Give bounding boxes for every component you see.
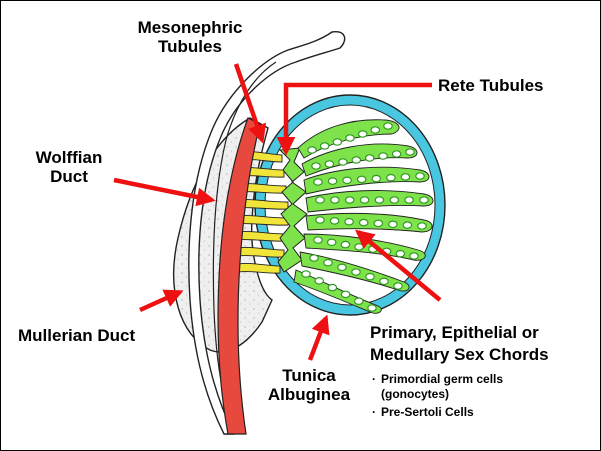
- label-tunica-albuginea: Tunica Albuginea: [254, 366, 364, 404]
- germ-cell: [314, 179, 322, 185]
- germ-cell: [343, 177, 351, 183]
- germ-cell: [345, 219, 353, 225]
- label-tunica-line1: Tunica: [254, 366, 364, 385]
- germ-cell: [389, 221, 397, 227]
- label-mullerian-duct: Mullerian Duct: [18, 326, 135, 345]
- label-mesonephric-line1: Mesonephric: [130, 18, 250, 37]
- germ-cell: [416, 173, 424, 179]
- germ-cell: [420, 197, 428, 203]
- germ-cell: [396, 251, 404, 257]
- germ-cell: [314, 237, 322, 243]
- germ-cell: [366, 155, 374, 161]
- germ-cell: [358, 176, 366, 182]
- germ-cell: [366, 274, 374, 280]
- germ-cell: [379, 153, 387, 159]
- germ-cell: [410, 253, 418, 259]
- germ-cell: [331, 197, 339, 203]
- germ-cell: [346, 197, 354, 203]
- germ-cell: [341, 241, 349, 247]
- germ-cell: [359, 131, 367, 137]
- germ-cell: [316, 197, 324, 203]
- label-mesonephric-line2: Tubules: [130, 37, 250, 56]
- germ-cell: [406, 149, 414, 155]
- germ-cell: [312, 163, 320, 169]
- germ-cell: [392, 151, 400, 157]
- label-tunica-line2: Albuginea: [254, 385, 364, 404]
- germ-cell: [338, 264, 346, 270]
- arrow-mullerian: [140, 292, 180, 310]
- germ-cell: [315, 278, 323, 284]
- germ-cell: [321, 143, 329, 149]
- germ-cell: [328, 178, 336, 184]
- germ-cell: [401, 174, 409, 180]
- germ-cell: [355, 298, 363, 304]
- bullet-sertoli-text: Pre-Sertoli Cells: [381, 405, 474, 419]
- arrow-tunica: [310, 318, 326, 360]
- germ-cell: [371, 127, 379, 133]
- germ-cell: [375, 197, 383, 203]
- germ-cell: [403, 222, 411, 228]
- germ-cell: [352, 269, 360, 275]
- label-primary-line1: Primary, Epithelial or: [370, 322, 549, 344]
- germ-cell: [360, 219, 368, 225]
- germ-cell: [390, 197, 398, 203]
- label-primary-line2: Medullary Sex Chords: [370, 344, 549, 366]
- germ-cell: [310, 255, 318, 261]
- germ-cell: [387, 175, 395, 181]
- bullet-gonocytes-text: (gonocytes): [381, 387, 449, 401]
- germ-cell: [346, 135, 354, 141]
- label-mesonephric-tubules: Mesonephric Tubules: [130, 18, 250, 56]
- germ-cell: [384, 123, 392, 129]
- bullet-dot: ·: [372, 372, 381, 387]
- germ-cell: [355, 244, 363, 250]
- bullet-item-sertoli: ·Pre-Sertoli Cells: [372, 405, 503, 420]
- germ-cell: [328, 239, 336, 245]
- germ-cell: [360, 197, 368, 203]
- germ-cell: [302, 271, 310, 277]
- germ-cell: [380, 278, 388, 284]
- germ-cell: [324, 260, 332, 266]
- germ-cell: [341, 291, 349, 297]
- germ-cell: [333, 139, 341, 145]
- germ-cell: [339, 159, 347, 165]
- germ-cell: [330, 218, 338, 224]
- germ-cell: [418, 223, 426, 229]
- germ-cell: [352, 157, 360, 163]
- label-wolffian-line2: Duct: [24, 167, 114, 186]
- germ-cell: [368, 305, 376, 311]
- bullet-dot: ·: [372, 405, 381, 420]
- germ-cell: [325, 161, 333, 167]
- bullet-item-germ-cells-sub: (gonocytes): [372, 387, 503, 402]
- germ-cell: [405, 197, 413, 203]
- label-wolffian-duct: Wolffian Duct: [24, 148, 114, 186]
- label-wolffian-line1: Wolffian: [24, 148, 114, 167]
- germ-cell: [316, 217, 324, 223]
- label-primary-sex-chords: Primary, Epithelial or Medullary Sex Cho…: [370, 322, 549, 366]
- bullet-list: ·Primordial germ cells (gonocytes) ·Pre-…: [372, 372, 503, 420]
- germ-cell: [394, 283, 402, 289]
- germ-cell: [328, 284, 336, 290]
- label-rete-tubules: Rete Tubules: [438, 76, 543, 95]
- bullet-item-germ-cells: ·Primordial germ cells: [372, 372, 503, 387]
- bullet-germ-cells-text: Primordial germ cells: [381, 372, 503, 386]
- germ-cell: [308, 147, 316, 153]
- germ-cell: [374, 220, 382, 226]
- germ-cell: [372, 175, 380, 181]
